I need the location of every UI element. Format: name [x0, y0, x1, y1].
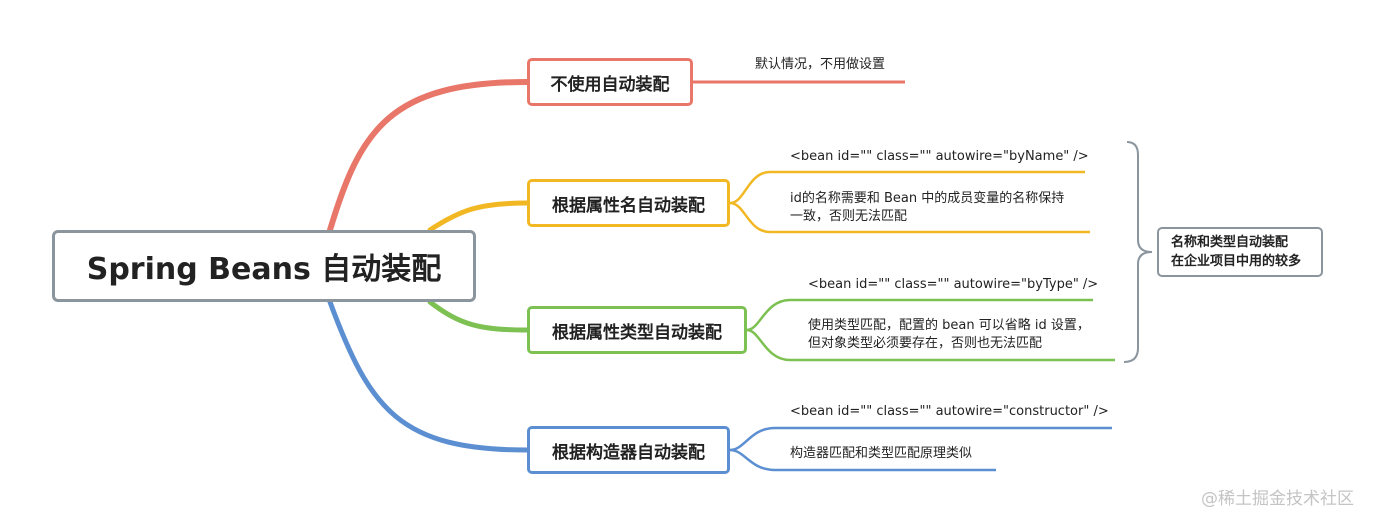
connector-branch-3-leaf-1 [746, 298, 1093, 332]
branch-node-no-autowire[interactable]: 不使用自动装配 [527, 58, 693, 106]
connector-branch-2-leaf-1 [729, 170, 1085, 205]
leaf-text: 构造器匹配和类型匹配原理类似 [790, 446, 973, 461]
connector-branch-4-leaf-2 [729, 448, 996, 472]
leaf-text: 默认情况，不用做设置 [755, 57, 886, 72]
summary-brace [1123, 141, 1153, 363]
connector-root-to-branch-4 [327, 299, 530, 453]
branch-label: 根据属性名自动装配 [552, 195, 705, 216]
connector-branch-4-leaf-1 [729, 426, 1112, 452]
leaf-text: 一致，否则无法匹配 [790, 209, 908, 224]
root-node[interactable]: Spring Beans 自动装配 [52, 230, 476, 302]
branch-label: 根据属性类型自动装配 [552, 322, 722, 343]
branch-label: 不使用自动装配 [550, 74, 670, 95]
branch-node-by-constructor[interactable]: 根据构造器自动装配 [527, 426, 730, 474]
summary-node[interactable]: 名称和类型自动装配 在企业项目中用的较多 [1157, 227, 1323, 277]
leaf-text: <bean id="" class="" autowire="byType" /… [808, 277, 1099, 292]
leaf-text: 但对象类型必须要存在，否则也无法匹配 [808, 336, 1043, 351]
root-label: Spring Beans 自动装配 [86, 252, 442, 287]
summary-line-1: 名称和类型自动装配 [1171, 235, 1289, 250]
connector-root-to-branch-2 [427, 200, 530, 233]
leaf-text: <bean id="" class="" autowire="byName" /… [790, 149, 1089, 164]
leaf-text: <bean id="" class="" autowire="construct… [790, 404, 1109, 419]
branch-node-by-type[interactable]: 根据属性类型自动装配 [527, 306, 747, 354]
connector-branch-3-leaf-2 [746, 328, 1115, 362]
leaf-text: 使用类型匹配，配置的 bean 可以省略 id 设置， [808, 318, 1090, 333]
connector-root-to-branch-1 [327, 79, 530, 233]
branch-node-by-name[interactable]: 根据属性名自动装配 [527, 179, 730, 227]
summary-line-2: 在企业项目中用的较多 [1171, 254, 1302, 269]
connector-branch-2-leaf-2 [729, 201, 1090, 234]
connector-root-to-branch-3 [427, 299, 530, 333]
leaf-text: id的名称需要和 Bean 中的成员变量的名称保持 [790, 191, 1065, 206]
branch-label: 根据构造器自动装配 [552, 442, 705, 463]
watermark: @稀土掘金技术社区 [1201, 489, 1354, 509]
